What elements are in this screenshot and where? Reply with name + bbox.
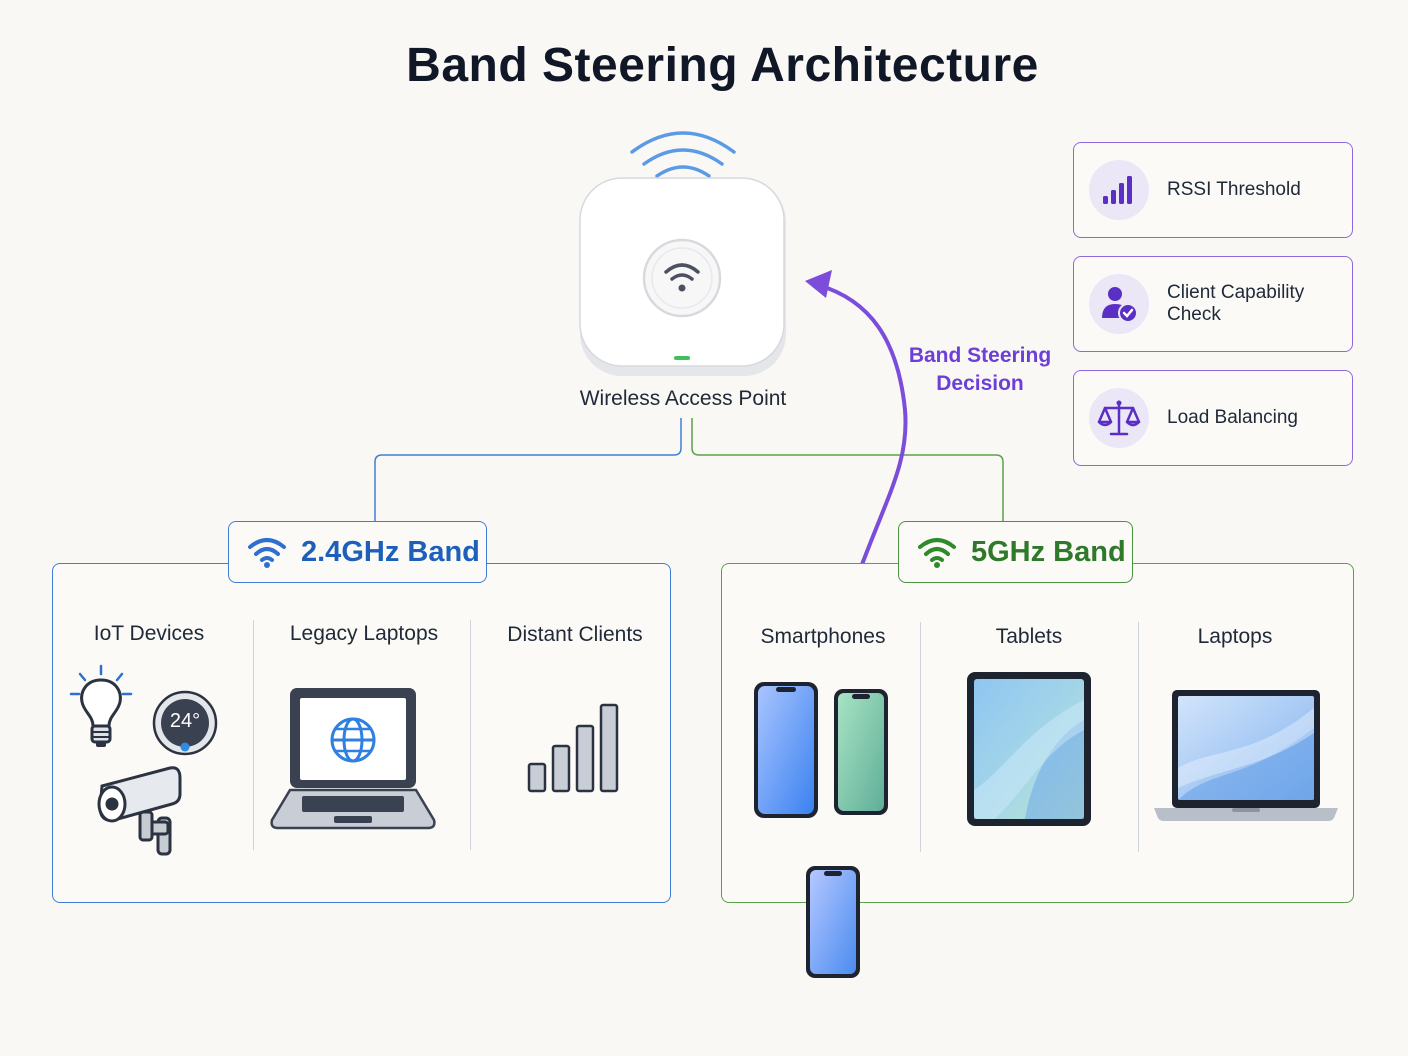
tablet-icon: [965, 670, 1093, 833]
group-label-laptops: Laptops: [1197, 625, 1273, 648]
signal-bars-icon: [1089, 160, 1149, 220]
diagram-title: Band Steering Architecture: [406, 39, 1039, 92]
band-5ghz-label: 5GHz Band: [971, 535, 1126, 568]
steered-client-smartphone-icon: [804, 864, 862, 985]
security-camera-icon: [94, 764, 188, 861]
group-label-smartphones: Smartphones: [760, 625, 886, 648]
thermostat-reading: 24°: [169, 710, 201, 732]
laptop-icon: [1152, 688, 1340, 829]
user-check-icon: [1089, 274, 1149, 334]
band-24ghz-tag: 2.4GHz Band: [228, 521, 487, 583]
access-point: [578, 120, 790, 387]
scale-icon: [1089, 388, 1149, 448]
factor-client-capability: Client Capability Check: [1073, 256, 1353, 352]
group-label-tablets: Tablets: [995, 625, 1063, 648]
group-label-legacy-laptops: Legacy Laptops: [289, 622, 439, 645]
factor-label: RSSI Threshold: [1167, 179, 1301, 200]
factor-label: Load Balancing: [1167, 407, 1298, 428]
light-bulb-icon: [68, 664, 134, 757]
band-24ghz-label: 2.4GHz Band: [301, 535, 480, 568]
link-ap-to-24ghz: [374, 418, 682, 521]
link-ap-to-5ghz: [691, 418, 1004, 521]
column-divider: [920, 622, 921, 852]
status-led: [674, 356, 690, 360]
thermostat-icon: 24°: [152, 690, 218, 756]
column-divider: [253, 620, 254, 850]
steering-arrowhead: [805, 270, 832, 298]
wifi-icon: [664, 263, 700, 281]
signal-bars-icon: [526, 702, 622, 799]
column-divider: [1138, 622, 1139, 852]
factor-label: Client Capability Check: [1167, 282, 1305, 325]
laptop-globe-icon: [268, 686, 438, 837]
band-5ghz-tag: 5GHz Band: [898, 521, 1133, 583]
factor-load-balancing: Load Balancing: [1073, 370, 1353, 466]
access-point-label: Wireless Access Point: [579, 387, 787, 410]
steering-arrow: [817, 283, 908, 614]
wifi-icon: [248, 538, 286, 568]
smartphone-icon: [752, 680, 820, 825]
group-label-iot: IoT Devices: [93, 622, 205, 645]
steering-decision-label: Band Steering Decision: [908, 344, 1052, 395]
factor-rssi-threshold: RSSI Threshold: [1073, 142, 1353, 238]
group-label-distant-clients: Distant Clients: [507, 623, 643, 646]
column-divider: [470, 620, 471, 850]
broadcast-waves-icon: [630, 131, 736, 178]
smartphone-icon: [832, 687, 890, 822]
wifi-icon: [918, 538, 956, 568]
